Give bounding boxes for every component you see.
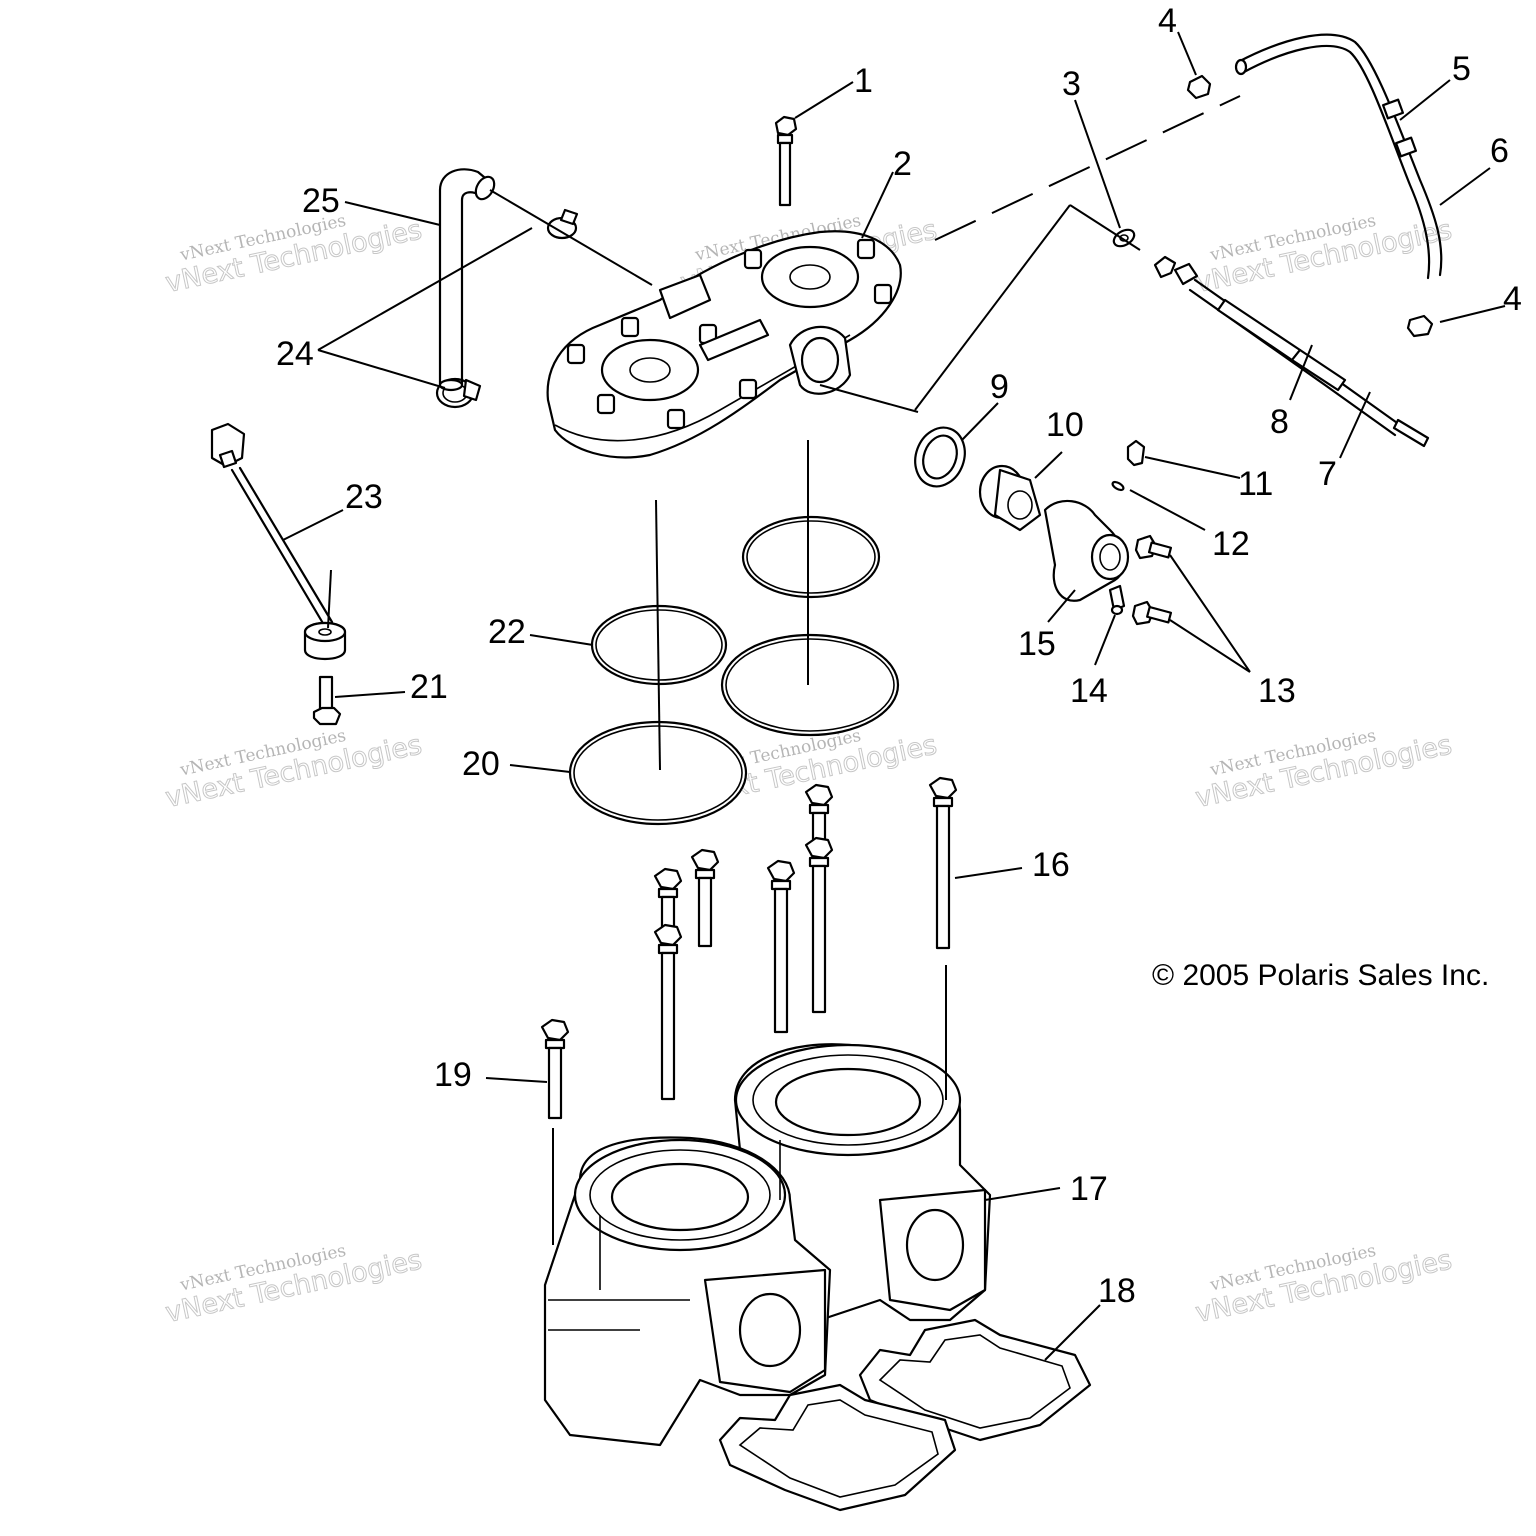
callout-10: 10 [1046,406,1084,444]
callout-18: 18 [1098,1272,1136,1310]
cylinder-bolt-part [653,867,683,929]
callout-4-top: 4 [1158,2,1177,40]
cylinder-bolt-part [653,923,683,1101]
callout-11: 11 [1238,465,1273,503]
watermark: vNext Technologies vNext Technologies [162,726,425,815]
sensor-bolt-part [312,675,342,726]
hose-clamp-part [1186,74,1212,100]
cylinder-bolt-part [804,836,834,1014]
leader-lines [282,31,1506,1361]
callout-8: 8 [1270,403,1289,441]
o-ring-part [914,426,966,488]
housing-bolt-part [1134,534,1173,560]
bleed-screw-part [1126,439,1146,467]
callout-labels: 1 2 3 4 4 5 6 7 8 9 10 11 12 13 14 15 16… [276,2,1522,1310]
callout-3: 3 [1062,65,1081,103]
head-o-ring-part [568,720,748,826]
watermark: vNext Technologies vNext Technologies [1192,726,1455,815]
callout-6: 6 [1490,132,1509,170]
knock-sensor-part [210,422,347,661]
base-gasket-part [718,1318,1092,1512]
callout-1: 1 [854,62,873,100]
cylinder-head-part [546,230,902,459]
callout-19: 19 [434,1056,472,1094]
cylinder-bolt-part [690,848,720,948]
cylinder-bolt-part [540,1018,570,1120]
watermark: vNext Technologies vNext Technologies [1192,1241,1455,1330]
watermark: vNext Technologies vNext Technologies [162,1241,425,1330]
copyright-text: © 2005 Polaris Sales Inc. [1152,959,1489,992]
head-o-ring-part [720,633,900,737]
hose-part [1234,33,1443,280]
thermostat-housing-part [1043,499,1130,602]
callout-2: 2 [893,145,912,183]
callout-20: 20 [462,745,500,783]
callout-22: 22 [488,613,526,651]
callout-14: 14 [1070,672,1108,710]
callout-5: 5 [1452,50,1471,88]
head-o-ring-part [741,515,881,599]
cylinder-bolt-part [928,776,958,950]
callout-4-right: 4 [1503,280,1522,318]
hose-clamp-part [1406,314,1434,338]
elbow-hose-part [438,168,496,392]
callout-12: 12 [1212,525,1250,563]
cylinder-block-part [543,1043,992,1447]
callout-24: 24 [276,335,314,373]
callout-7: 7 [1318,455,1337,493]
callout-17: 17 [1070,1170,1108,1208]
callout-13: 13 [1258,672,1296,710]
watermark: vNext Technologies vNext Technologies [1192,211,1455,300]
hose-clamp-part [546,208,579,240]
cylinder-bolt-part [766,859,796,1034]
housing-bolt-part [1131,600,1173,626]
small-seal-part [1111,480,1125,492]
callout-15: 15 [1018,625,1056,663]
callout-25: 25 [302,182,340,220]
clip-part [1108,584,1126,616]
callout-23: 23 [345,478,383,516]
head-bolt-part [774,115,798,207]
callout-16: 16 [1032,846,1070,884]
thermostat-part [978,464,1042,532]
callout-21: 21 [410,668,448,706]
callout-9: 9 [990,368,1009,406]
